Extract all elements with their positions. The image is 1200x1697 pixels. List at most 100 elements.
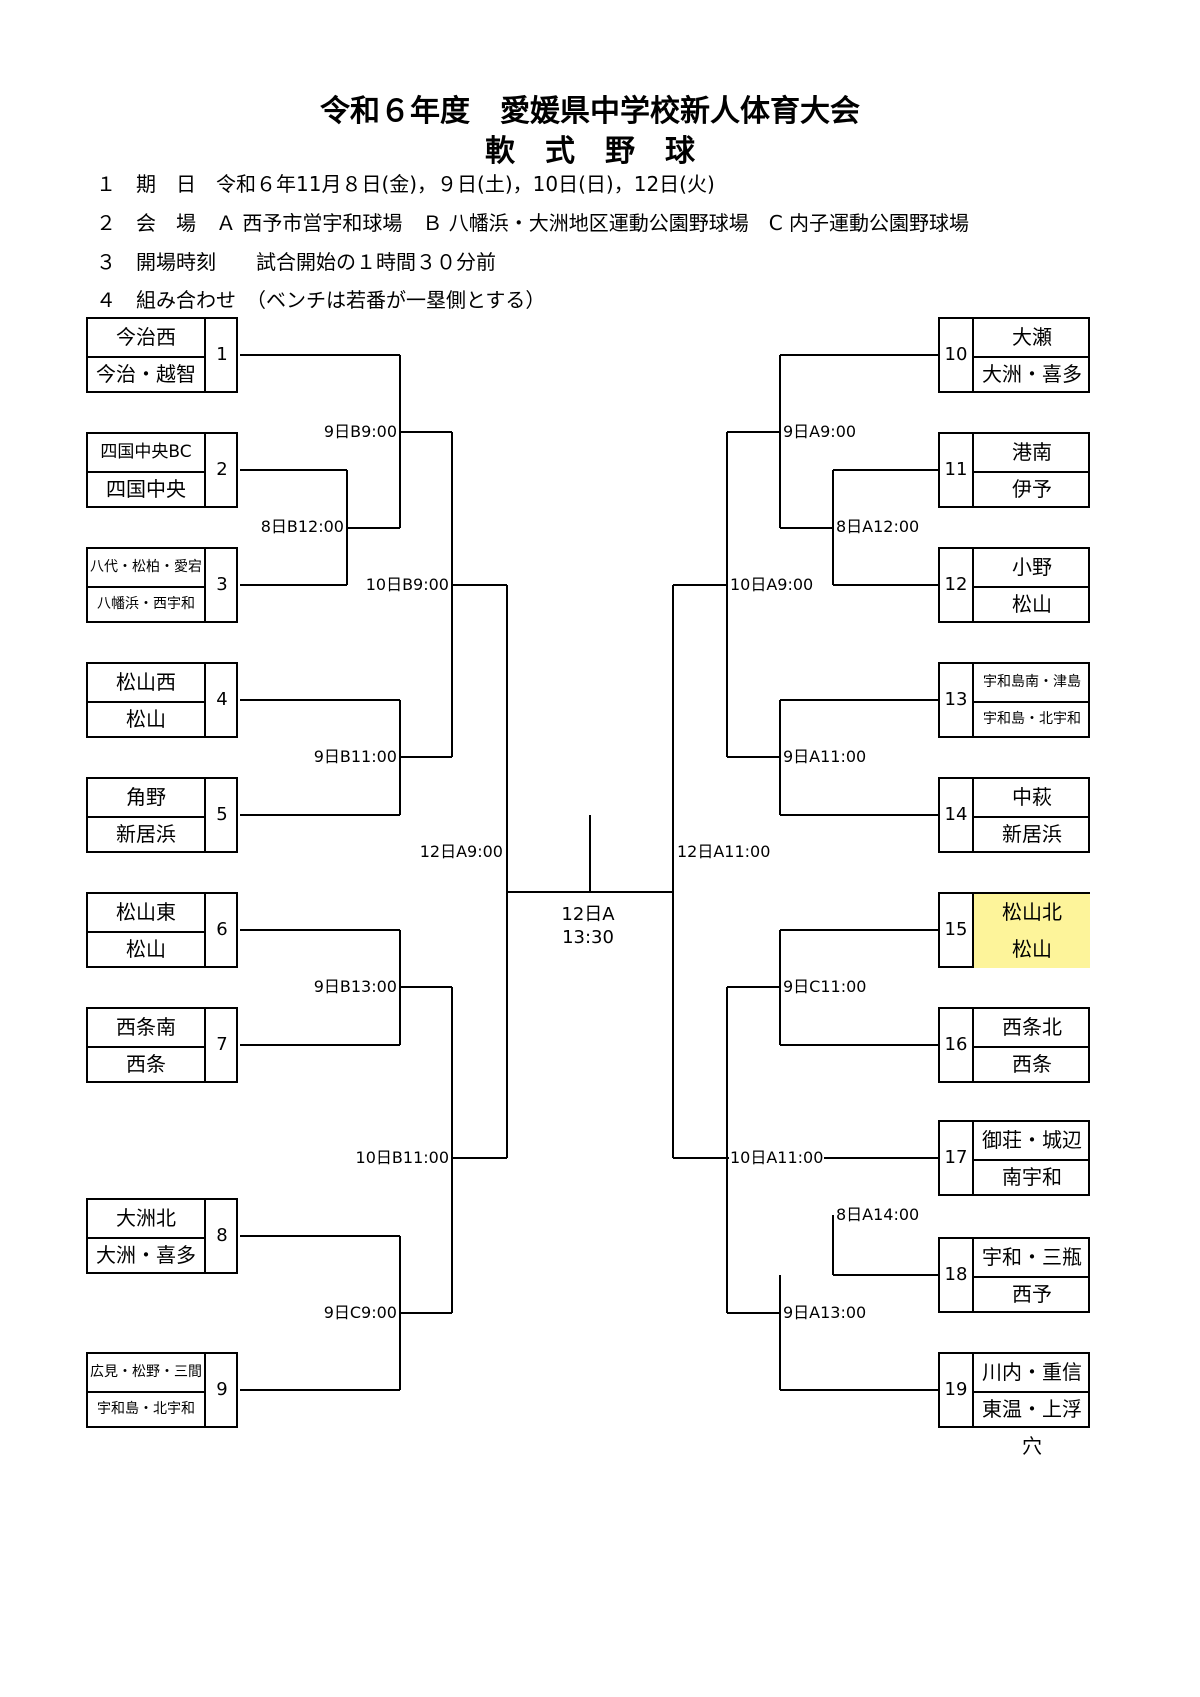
info-dates: １ 期 日 令和６年11月８日(金)，９日(土)，10日(日)，12日(火) (96, 172, 715, 196)
team-name: 新居浜 (1002, 822, 1062, 846)
team-box-19: 19 川内・重信 東温・上浮穴 (938, 1352, 1090, 1458)
team-box-1: 今治西 今治・越智 1 (86, 317, 238, 393)
seed-number: 15 (940, 894, 974, 966)
match-label: 9日B9:00 (322, 422, 398, 441)
team-box-3: 八代・松柏・愛宕 八幡浜・西宇和 3 (86, 547, 238, 623)
page-subtitle: 軟 式 野 球 (485, 134, 695, 169)
seed-number: 13 (940, 664, 974, 736)
match-label: 9日A9:00 (782, 422, 858, 441)
team-name: 西条南 (88, 1009, 204, 1048)
page-title: 令和６年度 愛媛県中学校新人体育大会 (320, 94, 860, 129)
match-label: 9日C9:00 (322, 1303, 398, 1322)
team-box-17: 17 御荘・城辺 南宇和 (938, 1120, 1090, 1196)
team-name: 四国中央BC (88, 434, 204, 473)
team-name: 港南 (974, 434, 1090, 473)
team-name: 東温・上浮穴 (982, 1397, 1082, 1458)
team-name: 四国中央 (106, 477, 186, 501)
team-name: 角野 (88, 779, 204, 818)
team-box-15: 15 松山北 松山 (938, 892, 1090, 968)
seed-number: 18 (940, 1239, 974, 1311)
seed-number: 12 (940, 549, 974, 621)
match-label: 8日A12:00 (835, 517, 921, 536)
team-name: 宇和島南・津島 (974, 664, 1090, 703)
seed-number: 11 (940, 434, 974, 506)
team-name: 西予 (1012, 1282, 1052, 1306)
team-box-2: 四国中央BC 四国中央 2 (86, 432, 238, 508)
team-name: 松山 (126, 707, 166, 731)
seed-number: 19 (940, 1354, 974, 1426)
team-name: 御荘・城辺 (974, 1122, 1090, 1161)
match-label: 9日A13:00 (782, 1303, 868, 1322)
seed-number: 3 (204, 549, 238, 621)
info-venues: ２ 会 場 Ａ 西予市営宇和球場 Ｂ 八幡浜・大洲地区運動公園野球場 C 内子運… (96, 211, 970, 235)
team-name: 広見・松野・三間 (88, 1354, 204, 1393)
team-name: 西条 (1012, 1052, 1052, 1076)
team-name: 八幡浜・西宇和 (97, 596, 195, 612)
team-name: 新居浜 (116, 822, 176, 846)
seed-number: 17 (940, 1122, 974, 1194)
match-label: 10日B9:00 (364, 575, 450, 594)
team-name: 宇和島・北宇和 (97, 1401, 195, 1417)
team-name-highlighted: 松山北 (974, 894, 1090, 933)
final-time: 13:30 (562, 927, 614, 948)
match-label: 12日A11:00 (676, 842, 772, 861)
seed-number: 4 (204, 664, 238, 736)
team-name: 大洲北 (88, 1200, 204, 1239)
team-name: 中萩 (974, 779, 1090, 818)
match-label: 10日A11:00 (729, 1148, 825, 1167)
team-name: 伊予 (1012, 477, 1052, 501)
team-name: 大洲・喜多 (96, 1243, 196, 1267)
team-box-9: 広見・松野・三間 宇和島・北宇和 9 (86, 1352, 238, 1428)
info-opening-time: ３ 開場時刻 試合開始の１時間３０分前 (96, 250, 496, 274)
team-name: 大洲・喜多 (982, 362, 1082, 386)
match-label: 9日B13:00 (312, 977, 398, 996)
team-name: 大瀬 (974, 319, 1090, 358)
team-name: 八代・松柏・愛宕 (88, 549, 204, 588)
team-name-highlighted: 松山 (974, 931, 1090, 968)
team-name: 今治西 (88, 319, 204, 358)
match-label: 9日B11:00 (312, 747, 398, 766)
match-label: 10日B11:00 (354, 1148, 450, 1167)
team-name: 川内・重信 (974, 1354, 1090, 1393)
team-box-14: 14 中萩 新居浜 (938, 777, 1090, 853)
seed-number: 1 (204, 319, 238, 391)
team-name: 松山 (126, 937, 166, 961)
seed-number: 9 (204, 1354, 238, 1426)
team-box-6: 松山東 松山 6 (86, 892, 238, 968)
seed-number: 14 (940, 779, 974, 851)
team-box-12: 12 小野 松山 (938, 547, 1090, 623)
team-name: 松山東 (88, 894, 204, 933)
team-name: 松山 (1012, 592, 1052, 616)
seed-number: 2 (204, 434, 238, 506)
team-box-8: 大洲北 大洲・喜多 8 (86, 1198, 238, 1274)
team-name: 松山西 (88, 664, 204, 703)
team-box-4: 松山西 松山 4 (86, 662, 238, 738)
match-label: 9日A11:00 (782, 747, 868, 766)
team-name: 宇和・三瓶 (974, 1239, 1090, 1278)
team-box-16: 16 西条北 西条 (938, 1007, 1090, 1083)
match-label: 8日A14:00 (835, 1205, 921, 1224)
final-day: 12日A (561, 904, 615, 925)
team-name: 小野 (974, 549, 1090, 588)
team-box-7: 西条南 西条 7 (86, 1007, 238, 1083)
seed-number: 16 (940, 1009, 974, 1081)
team-name: 西条 (126, 1052, 166, 1076)
team-box-10: 10 大瀬 大洲・喜多 (938, 317, 1090, 393)
info-pairings: ４ 組み合わせ （ベンチは若番が一塁側とする） (96, 288, 546, 312)
team-box-5: 角野 新居浜 5 (86, 777, 238, 853)
seed-number: 5 (204, 779, 238, 851)
team-box-13: 13 宇和島南・津島 宇和島・北宇和 (938, 662, 1090, 738)
seed-number: 8 (204, 1200, 238, 1272)
team-name: 今治・越智 (96, 362, 196, 386)
match-label: 10日A9:00 (729, 575, 815, 594)
seed-number: 7 (204, 1009, 238, 1081)
match-label: 9日C11:00 (782, 977, 868, 996)
team-box-11: 11 港南 伊予 (938, 432, 1090, 508)
seed-number: 10 (940, 319, 974, 391)
final-match: 12日A 13:30 (538, 903, 638, 949)
team-name: 南宇和 (1002, 1165, 1062, 1189)
match-label: 8日B12:00 (259, 517, 345, 536)
team-box-18: 18 宇和・三瓶 西予 (938, 1237, 1090, 1313)
team-name: 西条北 (974, 1009, 1090, 1048)
team-name: 宇和島・北宇和 (983, 711, 1081, 727)
